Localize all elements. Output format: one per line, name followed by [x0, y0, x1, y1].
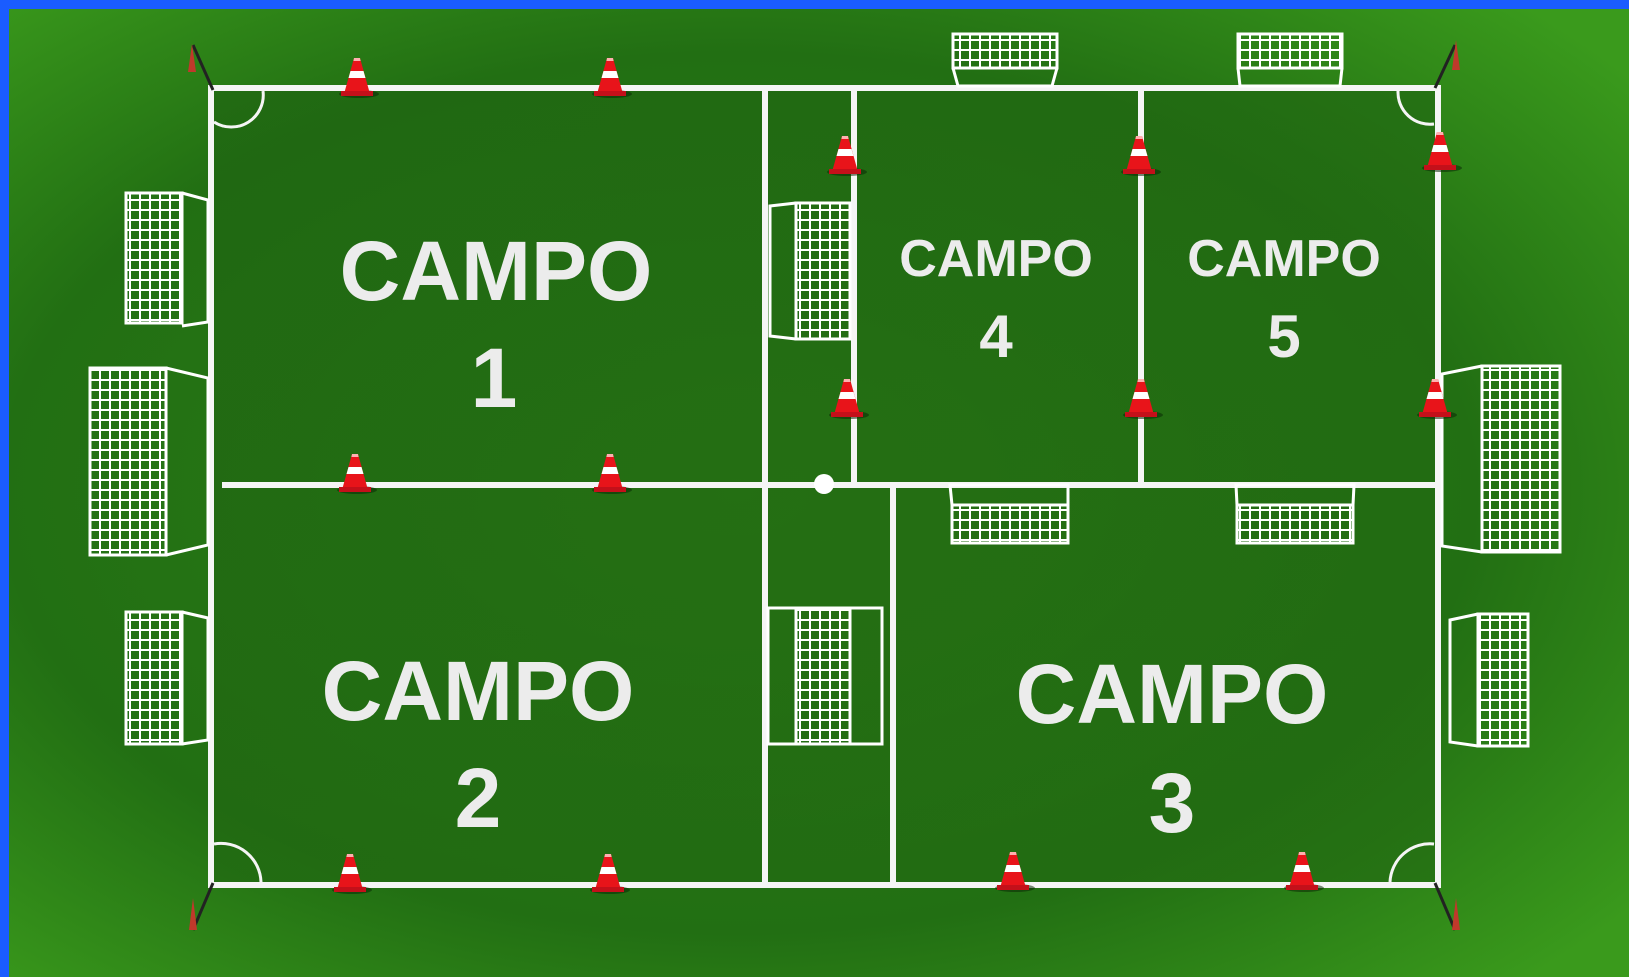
campo-3-number: 3: [1149, 756, 1196, 850]
campo-4-number: 4: [979, 303, 1013, 370]
campo-5-number: 5: [1267, 303, 1300, 370]
campo-2-number: 2: [455, 751, 502, 845]
campo-4-title: CAMPO: [899, 230, 1093, 288]
campo-3-title: CAMPO: [1016, 647, 1329, 741]
campo-2-title: CAMPO: [322, 644, 635, 738]
ball-icon: [814, 474, 834, 494]
campo-1-title: CAMPO: [340, 224, 653, 318]
campo-5-title: CAMPO: [1187, 230, 1381, 288]
campo-1-number: 1: [471, 331, 518, 425]
